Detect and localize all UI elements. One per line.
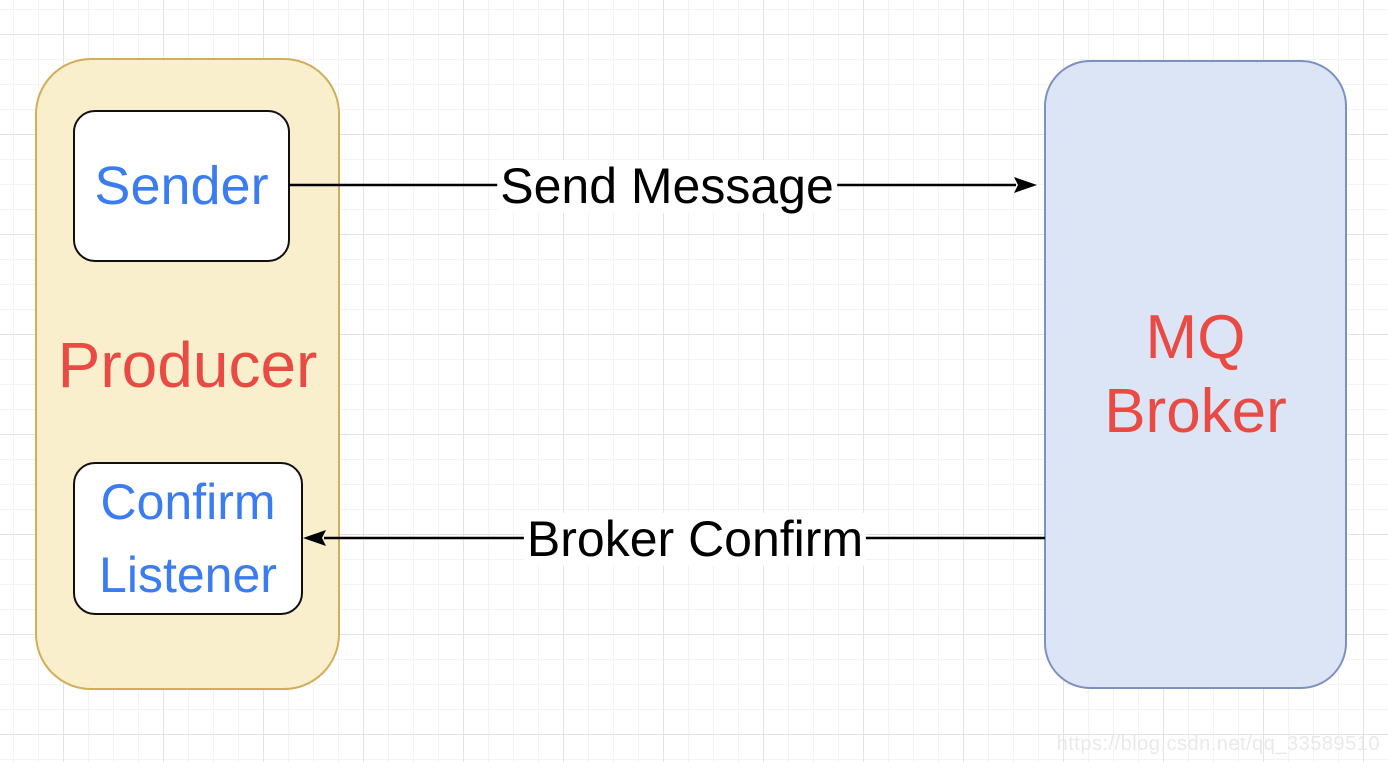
mq-broker-label: MQ Broker [1104,303,1287,446]
csdn-watermark: https://blog.csdn.net/qq_33589510 [1056,733,1380,755]
mq-broker-node: MQ Broker [1044,60,1347,689]
sender-node: Sender [73,110,290,262]
producer-group-label: Producer [57,329,318,401]
broker-confirm-arrow-label: Broker Confirm [523,513,867,566]
send-message-arrow-label: Send Message [497,160,837,213]
confirm-listener-label: Confirm Listener [99,474,277,603]
sender-label: Sender [94,156,269,216]
send-message-arrowhead-icon [1014,177,1037,193]
confirm-listener-node: Confirm Listener [73,462,303,615]
